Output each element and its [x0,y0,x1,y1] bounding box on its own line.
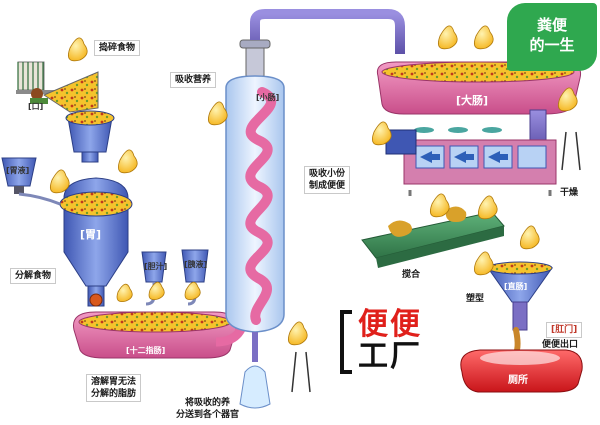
title-line-1: 便便 [358,307,422,342]
worker-characters [49,25,578,346]
drying-conveyor [385,127,557,196]
label-absorb-part: 吸收小份 制成便便 [304,166,351,194]
stomach-organ [59,110,133,307]
label-shaping: 塑型 [466,294,485,304]
label-dissolve-fat: 溶解胃无法 分解的脂肪 [86,374,142,402]
label-large-intestine: [大肠] [456,94,489,107]
label-drying: 干燥 [560,188,579,198]
label-rectum: [直肠] [504,282,528,291]
label-toilet: 厕所 [508,375,528,386]
label-bile: [胆汁] [144,262,168,271]
label-pancreatic-juice: [胰液] [184,260,208,269]
label-mouth: [口] [28,102,44,111]
badge-line-1: 粪便 [536,16,567,34]
label-stirring: 搅合 [402,270,421,280]
title-bracket [340,310,352,374]
badge-line-2: 的一生 [529,36,575,54]
stool-legs [291,131,581,393]
title-line-2: 工厂 [358,339,422,374]
label-duodenum: [十二指肠] [126,346,166,355]
toilet-car [460,349,583,393]
transfer-pipe [250,9,405,54]
label-excrete: 便便出口 [542,340,579,350]
small-intestine-column [225,39,285,409]
label-gastric-juice: [胃液] [6,166,30,175]
label-crush-food: 捣碎食物 [94,40,141,56]
title-badge: 粪便 的一生 [507,3,597,71]
mouth-grinder [16,61,99,113]
stirring-belt [361,206,505,268]
label-anus: [肛门] [546,322,583,338]
label-decompose-food: 分解食物 [10,268,57,284]
label-absorb-nutrients: 吸收营养 [170,72,217,88]
label-nutrients-to-organs: 将吸收的养 分送到各个器官 [176,398,240,420]
gastric-juice-jar [1,157,61,206]
label-stomach: [胃] [80,228,102,241]
label-small-intestine: [小肠] [256,93,280,102]
